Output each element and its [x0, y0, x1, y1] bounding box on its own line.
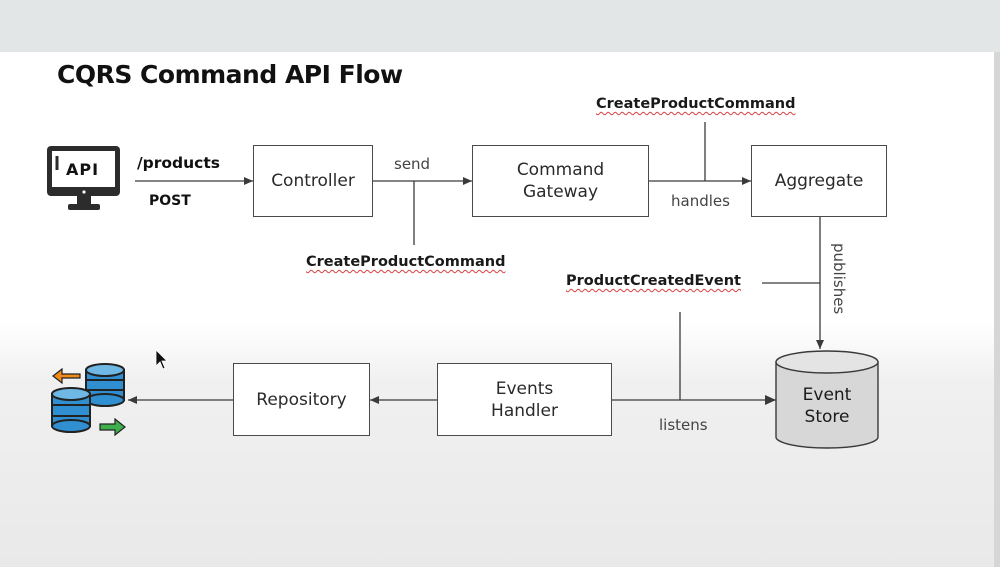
send-label: send [394, 155, 431, 173]
command-gateway-node: Command Gateway [472, 145, 649, 217]
event-store-label-line2: Store [804, 407, 850, 427]
slide-edge [994, 52, 1000, 567]
api-icon-label: API [66, 160, 100, 179]
repository-node: Repository [233, 363, 370, 436]
handles-label: handles [671, 192, 730, 210]
command-gateway-label-line2: Gateway [522, 182, 599, 202]
endpoint-label: /products [137, 154, 221, 172]
event-store-node: Event Store [776, 384, 878, 428]
listens-label: listens [659, 416, 708, 434]
mouse-pointer-icon [155, 349, 168, 370]
method-label: POST [149, 193, 191, 209]
command-gateway-label-line1: Command [516, 160, 605, 180]
diagram-title: CQRS Command API Flow [57, 60, 403, 89]
aggregate-node: Aggregate [751, 145, 887, 217]
event-message: ProductCreatedEvent [566, 273, 741, 289]
arrowhead-listens-to-store [765, 395, 776, 405]
slide-background [0, 52, 1000, 567]
events-handler-label-line2: Handler [491, 400, 558, 421]
event-store-label-line1: Event [802, 385, 852, 405]
events-handler-label-line1: Events [495, 378, 554, 399]
command-message-bottom: CreateProductCommand [306, 254, 506, 270]
events-handler-node: Events Handler [437, 363, 612, 436]
event-store-cylinder [775, 350, 879, 449]
monitor-icon [47, 146, 120, 210]
aggregate-label: Aggregate [774, 171, 864, 191]
command-message-top: CreateProductCommand [596, 96, 796, 112]
controller-node: Controller [253, 145, 373, 217]
publishes-label: publishes [830, 243, 848, 315]
top-bar [0, 0, 1000, 52]
controller-label: Controller [271, 171, 355, 191]
database-sync-icon [51, 363, 126, 437]
repository-label: Repository [256, 389, 347, 410]
